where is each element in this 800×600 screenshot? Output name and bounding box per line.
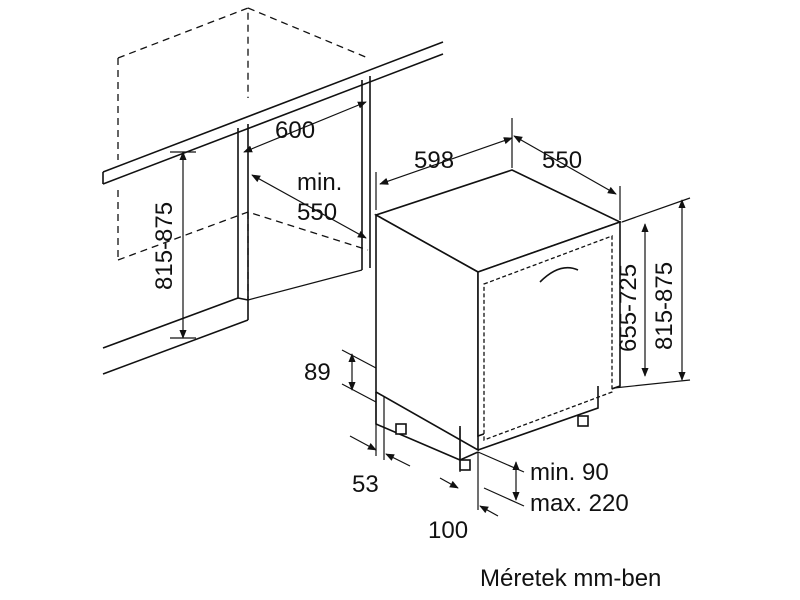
- plinth-gap-max-label: max. 220: [530, 490, 629, 517]
- niche-height-label: 815-875: [151, 202, 178, 290]
- units-note: Méretek mm-ben: [480, 565, 661, 592]
- door-height-label: 655-725: [615, 264, 642, 352]
- cabinet-width-dimension: [243, 101, 367, 153]
- door-handle: [539, 266, 579, 283]
- plinth-offset-dimension: [439, 477, 499, 517]
- cabinet-width-label: 600: [275, 117, 315, 144]
- plinth-recess-dimension: [349, 435, 411, 467]
- plinth-height-label: 89: [304, 359, 331, 386]
- foot-front-right: [577, 415, 589, 427]
- foot-front-left: [459, 459, 471, 471]
- appliance-depth-label: 550: [542, 147, 582, 174]
- appliance-height-label: 815-875: [651, 262, 678, 350]
- plinth-gap-dimension: [459, 428, 525, 510]
- plinth-recess-label: 53: [352, 471, 379, 498]
- dishwasher-appliance: [374, 169, 623, 471]
- appliance-width-dimension: [375, 118, 513, 210]
- foot-left: [395, 423, 407, 435]
- niche-depth-label-line2: 550: [297, 199, 337, 226]
- plinth-offset-label: 100: [428, 517, 468, 544]
- appliance-height-dimensions: [613, 197, 691, 389]
- niche-depth-label-line1: min.: [297, 169, 342, 196]
- plinth-height-dimension: [341, 349, 385, 460]
- plinth-gap-min-label: min. 90: [530, 459, 609, 486]
- niche-depth-dimension: [251, 174, 367, 239]
- niche-height-dimension: [170, 151, 196, 339]
- appliance-depth-dimension: [513, 135, 621, 220]
- appliance-width-label: 598: [414, 147, 454, 174]
